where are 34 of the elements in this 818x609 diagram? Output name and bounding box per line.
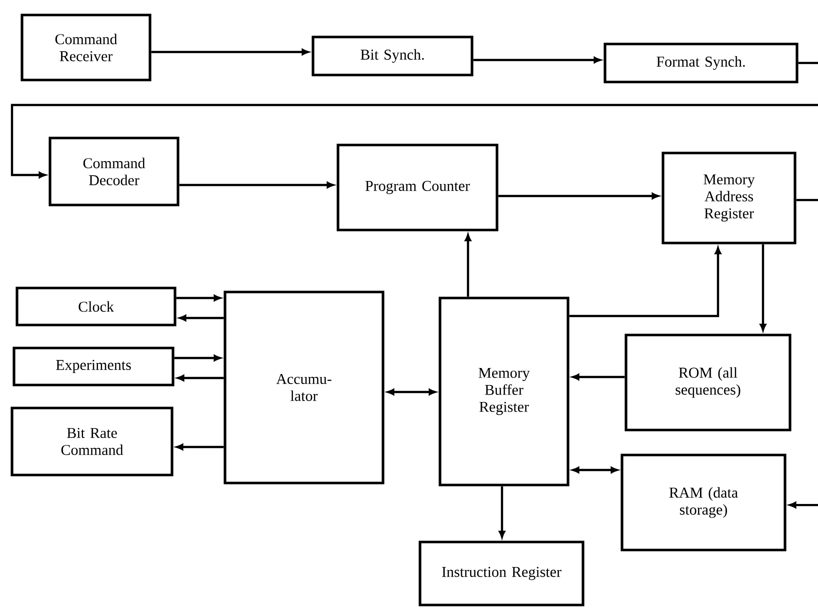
arrow: [569, 247, 722, 318]
block-box: Experiments: [12, 346, 174, 386]
block-box: Clock: [16, 286, 176, 326]
block-box: RAM (data storage): [620, 454, 786, 552]
arrow: [10, 104, 818, 178]
arrow: [177, 374, 224, 382]
arrow: [179, 182, 334, 188]
arrow: [464, 234, 472, 297]
arrow: [789, 502, 818, 508]
arrow: [572, 374, 625, 380]
block-box: Format Synch.: [604, 42, 798, 84]
arrow: [387, 388, 436, 396]
arrow: [498, 192, 659, 200]
arrow: [179, 314, 224, 322]
block-box: Memory Buffer Register: [438, 296, 570, 486]
block-box: Accumu- lator: [224, 290, 384, 484]
block-box: Bit Synch.: [312, 36, 474, 76]
arrow: [473, 56, 601, 64]
arrow: [498, 486, 506, 538]
arrow: [176, 444, 224, 450]
connector-line: [798, 62, 818, 64]
arrow: [760, 244, 766, 331]
block-box: Command Receiver: [20, 14, 152, 82]
block-box: ROM (all sequences): [624, 334, 792, 432]
block-box: Memory Address Register: [662, 152, 796, 244]
block-box: Command Decoder: [48, 136, 180, 206]
arrow: [174, 354, 221, 362]
arrow: [176, 294, 221, 302]
arrow: [572, 466, 618, 474]
block-box: Bit Rate Command: [10, 406, 174, 476]
arrow: [151, 48, 309, 56]
block-box: Instruction Register: [418, 540, 584, 606]
connector-line: [796, 198, 818, 202]
block-box: Program Counter: [336, 144, 498, 232]
